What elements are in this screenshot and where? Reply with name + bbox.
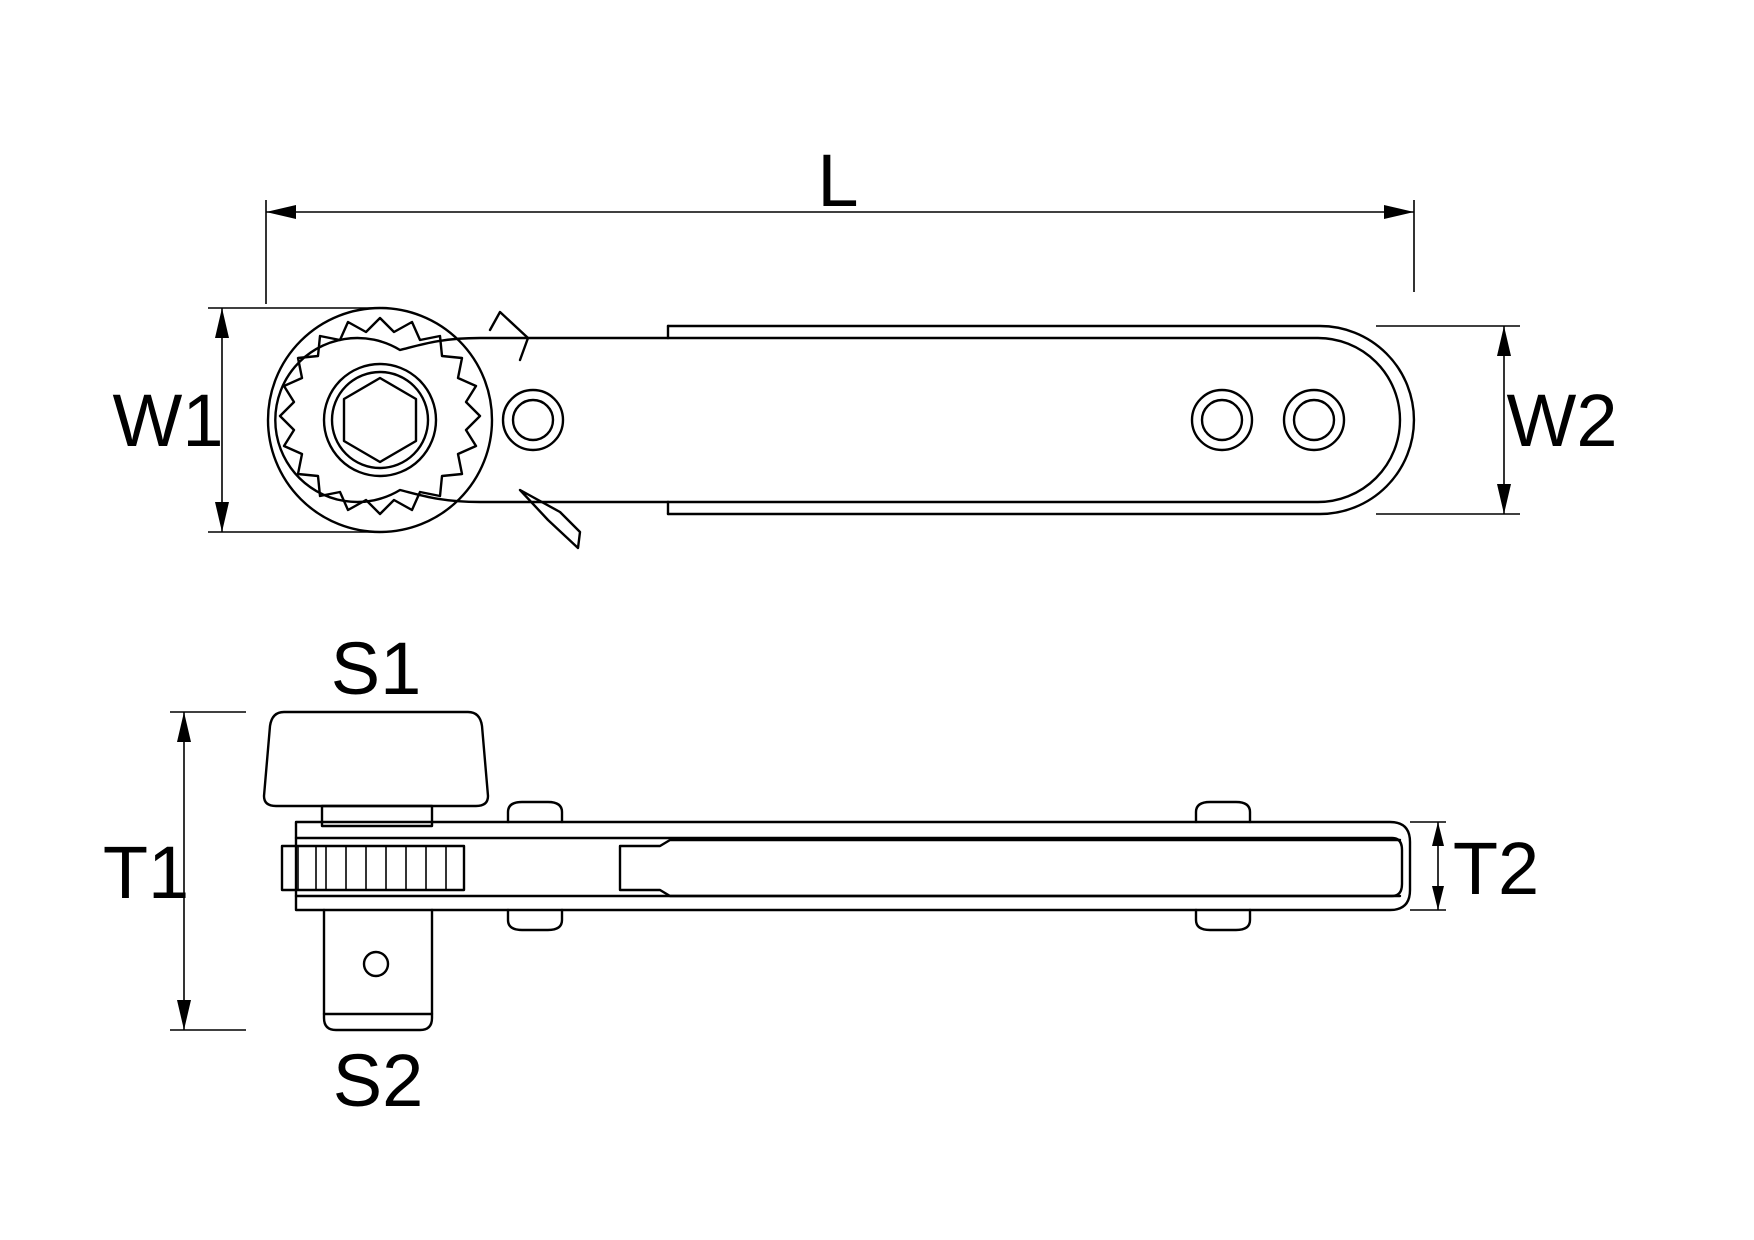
dimension-W1: W1: [113, 307, 380, 533]
handle-inner-outline: [666, 336, 1402, 504]
side-handle-channel: [618, 838, 1402, 898]
gear-drum: [280, 844, 466, 892]
label-S1: S1: [331, 627, 422, 710]
W1-arrow-bottom: [215, 502, 229, 532]
rivet-bump-2-top: [1194, 800, 1252, 824]
W1-arrow-top: [215, 308, 229, 338]
gear-knurl-lines: [297, 846, 447, 890]
dimension-W2: W2: [1376, 325, 1618, 515]
rivet-bump-1-bottom: [506, 908, 564, 932]
rivet-3-inner: [1292, 398, 1336, 442]
L-arrow-right: [1384, 205, 1414, 219]
rivet-bump-2-bottom: [1194, 908, 1252, 932]
label-W2: W2: [1507, 379, 1618, 462]
top-view: [266, 306, 1416, 550]
rivet-bump-1-top: [506, 800, 564, 824]
reversing-lever: [488, 310, 582, 550]
T1-arrow-top: [177, 712, 191, 742]
T2-arrow-bottom: [1432, 886, 1444, 910]
rivet-2-inner: [1200, 398, 1244, 442]
square-drive-detent-hole: [362, 950, 390, 978]
W2-arrow-bottom: [1497, 484, 1511, 514]
socket-inner-circle: [330, 370, 430, 470]
head-plate: [274, 336, 670, 504]
label-T1: T1: [103, 831, 189, 914]
top-knob: [262, 710, 490, 808]
W2-arrow-top: [1497, 326, 1511, 356]
label-T2: T2: [1453, 827, 1539, 910]
hex-socket: [342, 376, 418, 464]
label-L: L: [817, 139, 858, 222]
rivet-2-outer: [1190, 388, 1254, 452]
handle-plate: [666, 324, 1416, 516]
rivet-1-outer: [501, 388, 565, 452]
dimension-T1: T1: [103, 711, 246, 1031]
L-arrow-left: [266, 205, 296, 219]
square-drive: [322, 908, 434, 1032]
rivet-3-outer: [1282, 388, 1346, 452]
side-view: [262, 710, 1412, 1032]
dimension-L: L: [265, 139, 1415, 304]
rivet-1-inner: [511, 398, 555, 442]
T1-arrow-bottom: [177, 1000, 191, 1030]
gear-teeth: [278, 316, 482, 516]
label-S2: S2: [333, 1039, 424, 1122]
knob-stem: [320, 804, 434, 828]
dimension-T2: T2: [1410, 821, 1539, 911]
side-handle-body: [294, 820, 1412, 912]
label-W1: W1: [113, 379, 224, 462]
socket-outer-circle: [322, 362, 438, 478]
T2-arrow-top: [1432, 822, 1444, 846]
